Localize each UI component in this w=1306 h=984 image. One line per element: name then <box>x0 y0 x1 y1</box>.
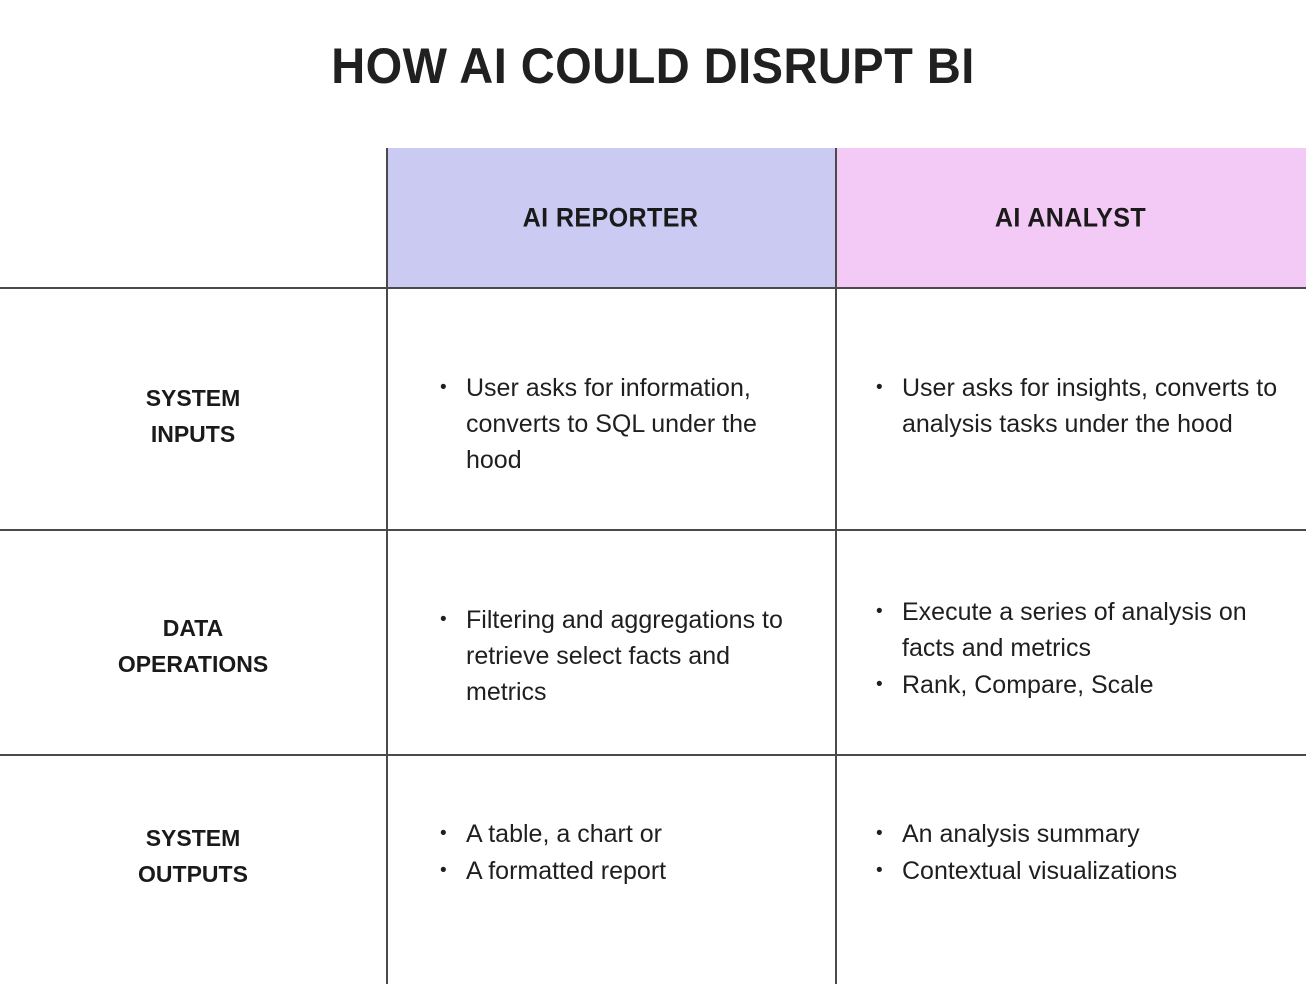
column-header-ai-reporter: AI REPORTER <box>386 148 835 287</box>
page-title: HOW AI COULD DISRUPT BI <box>331 38 975 94</box>
row-label-system-inputs: SYSTEM INPUTS <box>145 385 241 447</box>
column-header-ai-analyst: AI ANALYST <box>835 148 1306 287</box>
list-item: A table, a chart or <box>432 816 812 852</box>
grid-line-col1-right <box>386 148 388 984</box>
list-item: A formatted report <box>432 853 812 889</box>
list-item: Rank, Compare, Scale <box>868 667 1288 703</box>
list-item: Execute a series of analysis on facts an… <box>868 594 1288 666</box>
list-item: User asks for insights, converts to anal… <box>868 370 1288 442</box>
cell-reporter-system-inputs: User asks for information, converts to S… <box>432 370 812 479</box>
bullet-list: Execute a series of analysis on facts an… <box>868 594 1288 703</box>
list-item: Filtering and aggregations to retrieve s… <box>432 602 812 710</box>
grid-line-row2-bottom <box>0 754 1306 756</box>
row-label-system-outputs: SYSTEM OUTPUTS <box>138 825 248 887</box>
bullet-list: Filtering and aggregations to retrieve s… <box>432 602 812 710</box>
column-header-label-ai-reporter: AI REPORTER <box>522 202 699 232</box>
list-item: User asks for information, converts to S… <box>432 370 812 478</box>
column-header-label-ai-analyst: AI ANALYST <box>994 202 1147 232</box>
cell-analyst-system-inputs: User asks for insights, converts to anal… <box>868 370 1288 443</box>
bullet-list: User asks for information, converts to S… <box>432 370 812 478</box>
list-item: Contextual visualizations <box>868 853 1288 889</box>
cell-analyst-system-outputs: An analysis summary Contextual visualiza… <box>868 816 1288 890</box>
cell-analyst-data-operations: Execute a series of analysis on facts an… <box>868 594 1288 704</box>
cell-reporter-data-operations: Filtering and aggregations to retrieve s… <box>432 602 812 711</box>
bullet-list: An analysis summary Contextual visualiza… <box>868 816 1288 889</box>
grid-line-header-bottom <box>0 287 1306 289</box>
cell-reporter-system-outputs: A table, a chart or A formatted report <box>432 816 812 890</box>
row-label-data-operations: DATA OPERATIONS <box>117 615 269 677</box>
grid-line-col2-right <box>835 148 837 984</box>
bullet-list: A table, a chart or A formatted report <box>432 816 812 889</box>
list-item: An analysis summary <box>868 816 1288 852</box>
bullet-list: User asks for insights, converts to anal… <box>868 370 1288 442</box>
grid-line-row1-bottom <box>0 529 1306 531</box>
